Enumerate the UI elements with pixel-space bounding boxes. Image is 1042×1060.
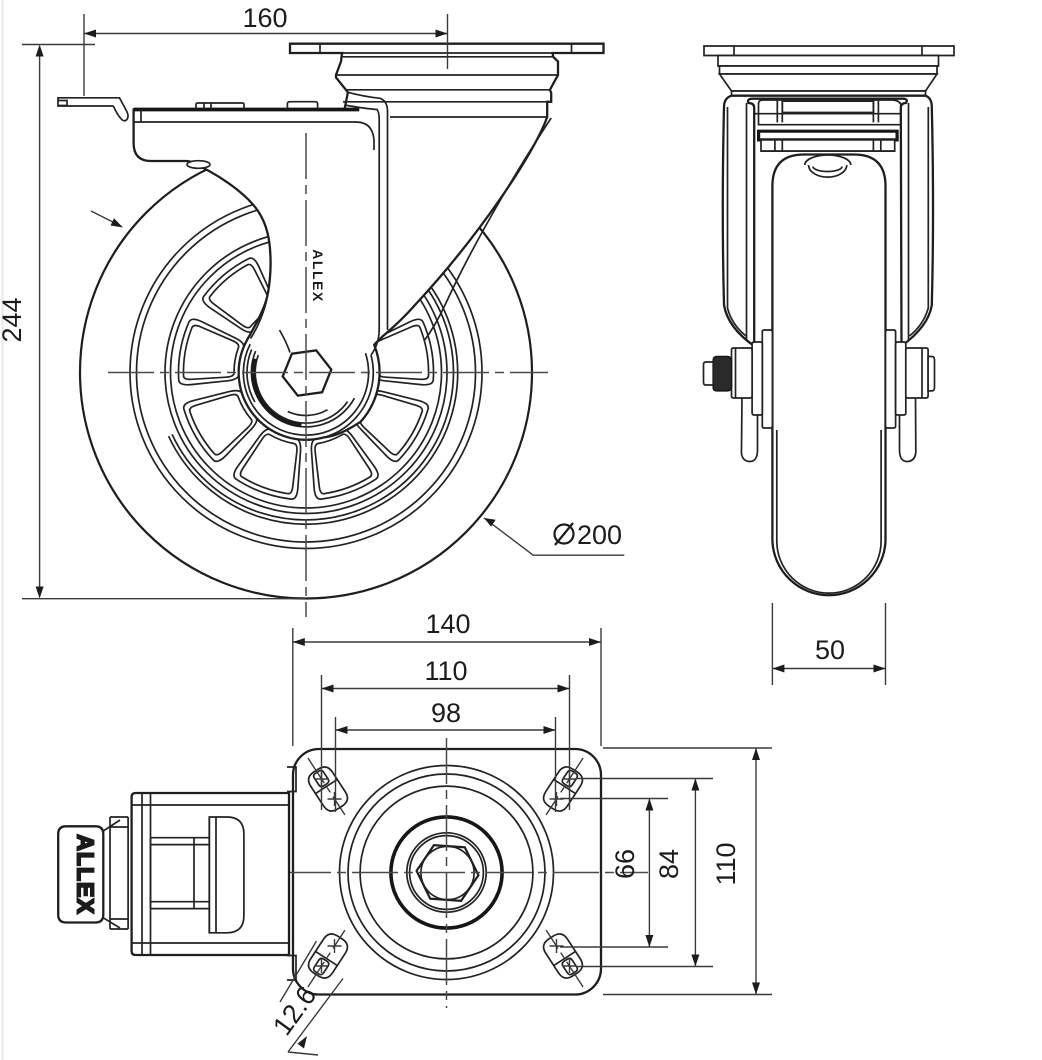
svg-text:66: 66 [610,849,640,879]
svg-text:160: 160 [242,3,287,33]
svg-text:244: 244 [0,297,27,342]
svg-text:110: 110 [711,842,741,885]
svg-text:84: 84 [654,849,684,879]
svg-text:50: 50 [815,635,845,665]
svg-text:98: 98 [431,698,461,728]
svg-text:ALLEX: ALLEX [310,249,326,302]
svg-text:200: 200 [577,520,622,550]
svg-text:140: 140 [425,609,470,639]
svg-text:110: 110 [424,656,467,686]
svg-text:ALLEX: ALLEX [73,834,99,914]
